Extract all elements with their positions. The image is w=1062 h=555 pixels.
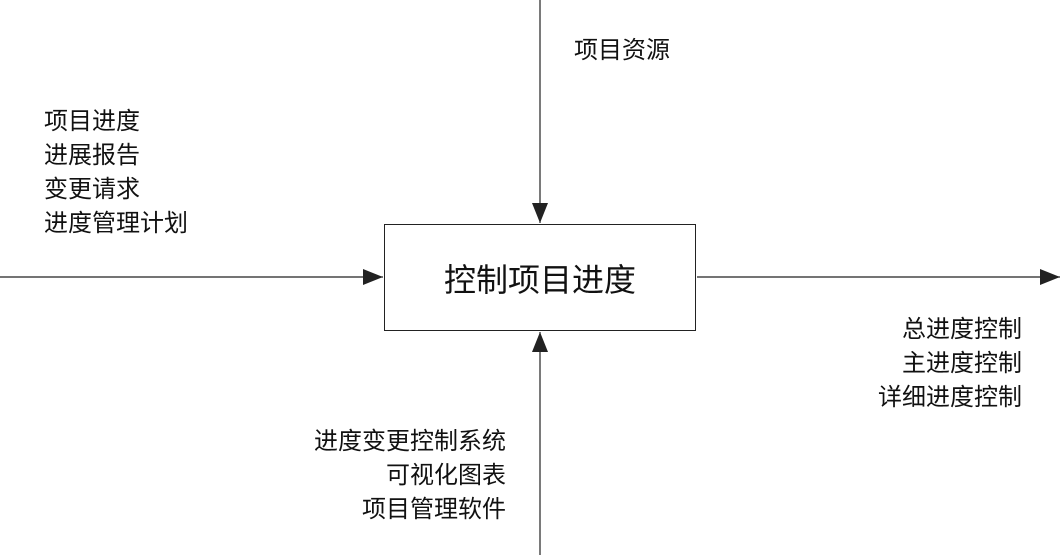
resources-label-group: 项目资源	[574, 33, 670, 67]
tools-label-group: 进度变更控制系统 可视化图表 项目管理软件	[270, 424, 506, 526]
input-label: 变更请求	[44, 175, 140, 203]
inputs-label-group: 项目进度 进展报告 变更请求 进度管理计划	[44, 104, 188, 240]
tool-label: 项目管理软件	[362, 495, 506, 523]
outputs-label-group: 总进度控制 主进度控制 详细进度控制	[820, 312, 1022, 414]
output-label: 主进度控制	[902, 349, 1022, 377]
input-label: 进度管理计划	[44, 209, 188, 237]
process-label: 控制项目进度	[443, 260, 636, 299]
tool-label: 可视化图表	[386, 461, 506, 489]
input-label: 项目进度	[44, 107, 140, 135]
output-label: 详细进度控制	[878, 383, 1022, 411]
input-label: 进展报告	[44, 141, 140, 169]
output-label: 总进度控制	[902, 315, 1022, 343]
resource-label: 项目资源	[574, 36, 670, 64]
tool-label: 进度变更控制系统	[314, 427, 506, 455]
process-box: 控制项目进度	[384, 224, 696, 331]
